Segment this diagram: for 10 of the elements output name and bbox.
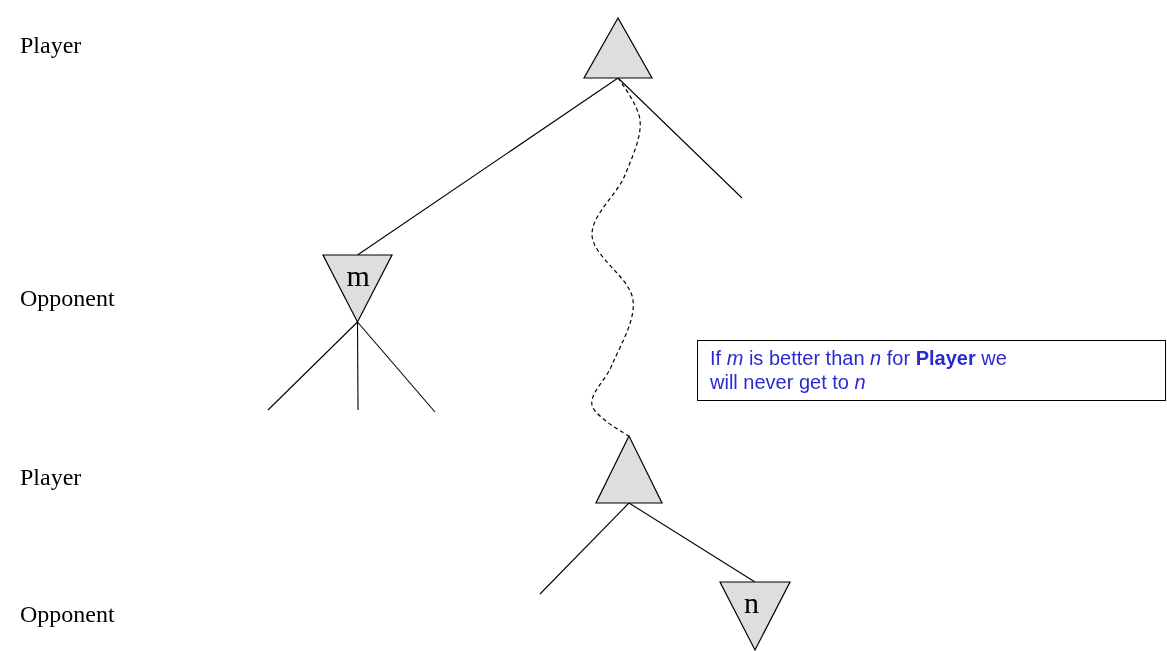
tree-branch-line — [356, 321, 436, 413]
level-label: Player — [20, 31, 82, 59]
level-label: Opponent — [20, 284, 115, 312]
level-label: Opponent — [20, 600, 115, 628]
node-label: n — [744, 588, 759, 618]
level-label: Player — [20, 463, 82, 491]
tree-branch-line — [267, 321, 359, 411]
node-label: m — [346, 261, 370, 291]
note-box: If m is better than n for Player we will never get to n — [697, 340, 1166, 401]
tree-branch-line — [356, 321, 359, 411]
